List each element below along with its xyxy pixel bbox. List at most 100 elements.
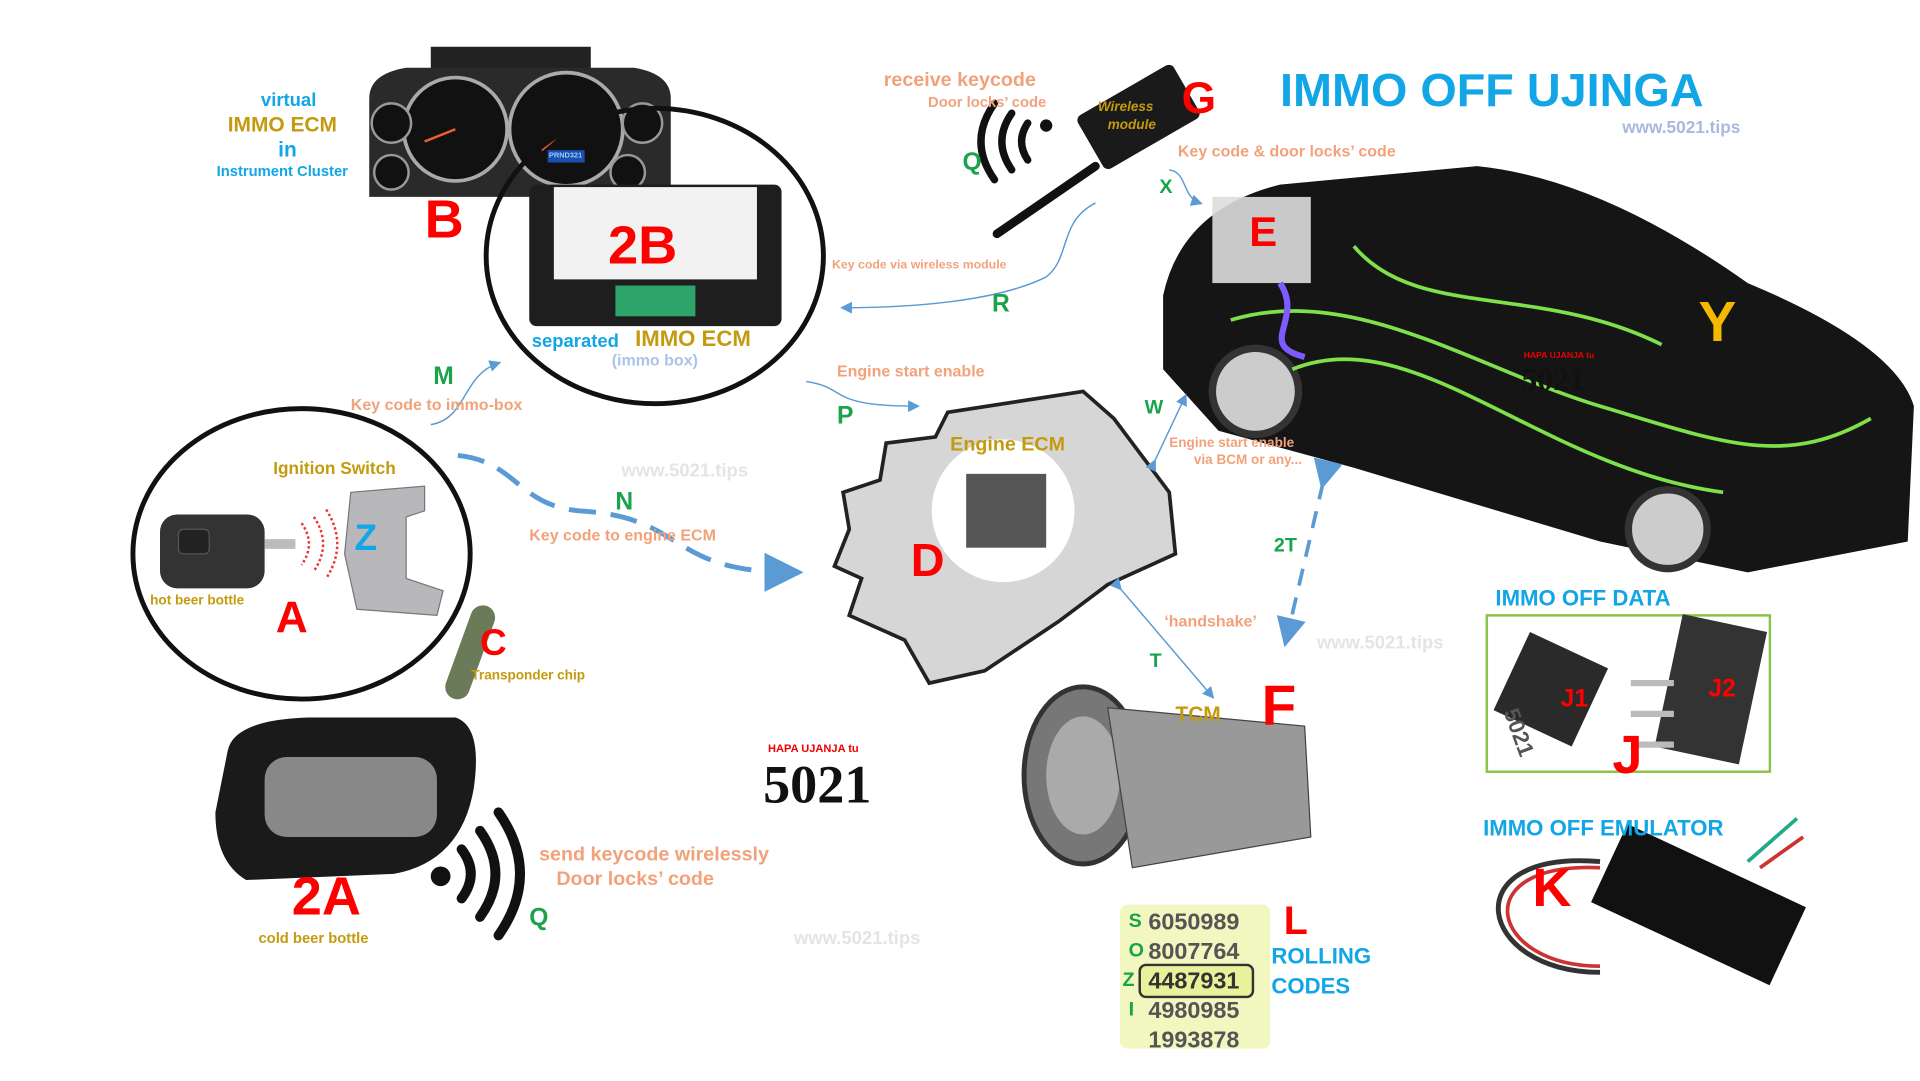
letter-r: R [992,290,1010,318]
code-value-selected: 4487931 [1148,968,1240,995]
label-r: Key code via wireless module [832,258,1007,273]
label-n: Key code to engine ECM [529,525,716,545]
module-text-1: Wireless [1097,99,1154,115]
letter-n: N [615,488,634,516]
code-value: 8007764 [1148,939,1240,965]
wireless-label-doorlocks: Door locks’ code [928,93,1047,111]
letter-x: X [1159,177,1173,199]
code-prefix: S [1128,910,1142,932]
cluster-label-immo: IMMO ECM [227,113,337,137]
emulator-label: IMMO OFF EMULATOR [1483,816,1724,841]
engine-ecm-image [966,473,1047,548]
letter-f: F [1261,673,1297,738]
rolling-label-1: ROLLING [1271,944,1372,969]
wireless-module-image [977,64,1200,239]
label-p: Engine start enable [836,361,985,381]
letter-2a: 2A [291,866,361,927]
letter-y: Y [1698,289,1737,354]
label-j1: J1 [1560,685,1589,713]
letter-m: M [433,363,454,391]
label-w-1: Engine start enable [1169,435,1295,451]
immo-box-label-sub: (immo box) [611,350,698,370]
ignition-circle [130,406,473,702]
engine-ecm-label: Engine ECM [950,434,1066,456]
key-fob-image [215,717,525,941]
fob-send-label: send keycode wirelessly [539,844,769,866]
code-prefix: I [1128,999,1135,1021]
chip-j2-image [1630,614,1768,765]
watermark: www.5021.tips [793,928,921,949]
car-wiring-image [1163,166,1914,573]
cluster-label-virtual: virtual [260,89,317,111]
letter-t: T [1149,651,1162,673]
watermark: www.5021.tips [1316,632,1444,654]
letter-w: W [1144,397,1164,419]
arrow-n [457,452,804,593]
letter-p: P [836,402,854,430]
arrow-2t [1276,457,1343,648]
key-label: hot beer bottle [150,593,245,609]
label-m: Key code to immo-box [350,395,523,414]
watermark: www.5021.tips [621,460,749,482]
logo-tagline-car: HAPA UJANJA tu [1523,352,1595,361]
letter-g: G [1181,72,1217,124]
rolling-label-2: CODES [1271,973,1351,999]
letter-k: K [1532,857,1572,919]
arrow-m [430,360,502,426]
letter-d: D [910,535,945,588]
letter-a: A [275,592,308,643]
immo-data-box [1485,614,1772,773]
arrow-t [1109,577,1215,699]
immo-box-label-immo: IMMO ECM [635,326,751,351]
transponder-chip-image [445,605,496,700]
fob-label: cold beer bottle [258,929,369,947]
logo-tagline: HAPA UJANJA tu [768,742,859,755]
immo-box-circle [483,105,826,407]
label-handshake: ‘handshake’ [1164,611,1257,631]
cluster-label-cluster: Instrument Cluster [216,162,348,180]
label-w-2: via BCM or any... [1193,452,1302,468]
cluster-display: PRND321 [548,152,583,161]
letter-l: L [1283,898,1308,943]
letter-j: J [1612,724,1643,786]
immo-box-label-separated: separated [531,331,619,353]
ignition-key-image [160,485,444,617]
letter-q-fob: Q [529,904,549,932]
immo-box-image [529,184,782,327]
arrow-p [806,380,920,413]
emulator-image [1496,817,1806,986]
fob-doorlocks-label: Door locks’ code [556,868,714,890]
letter-e: E [1249,209,1278,257]
immo-data-label: IMMO OFF DATA [1495,585,1671,611]
page-title: IMMO OFF UJINGA [1280,65,1704,117]
tcm-label: TCM [1175,702,1221,727]
code-value: 4980985 [1148,998,1240,1025]
cluster-label-in: in [278,137,297,162]
code-prefix: Z [1122,969,1135,991]
instrument-cluster-image [369,46,671,197]
transponder-label: Transponder chip [471,668,585,684]
label-x: Key code & door locks’ code [1177,141,1396,161]
code-prefix: O [1128,940,1144,962]
arrow-r [840,202,1096,314]
letter-2t: 2T [1273,535,1297,557]
letter-b: B [424,189,464,250]
chip-j1-image [1493,632,1609,747]
letter-2b: 2B [608,215,678,276]
ignition-label: Ignition Switch [273,457,396,478]
logo-number: 5021 [763,754,872,815]
label-j2: J2 [1708,675,1736,703]
letter-q-wireless: Q [962,148,982,177]
letter-c: C [480,622,507,664]
code-value: 1993878 [1148,1027,1240,1054]
logo-number-car: 5021 [1521,361,1586,398]
transmission-image [1021,684,1312,869]
site-url: www.5021.tips [1622,116,1741,137]
arrow-x [1169,169,1203,206]
arrow-w [1145,393,1187,473]
wireless-label-receive: receive keycode [883,70,1036,92]
letter-z: Z [354,518,378,559]
code-value: 6050989 [1148,909,1240,936]
